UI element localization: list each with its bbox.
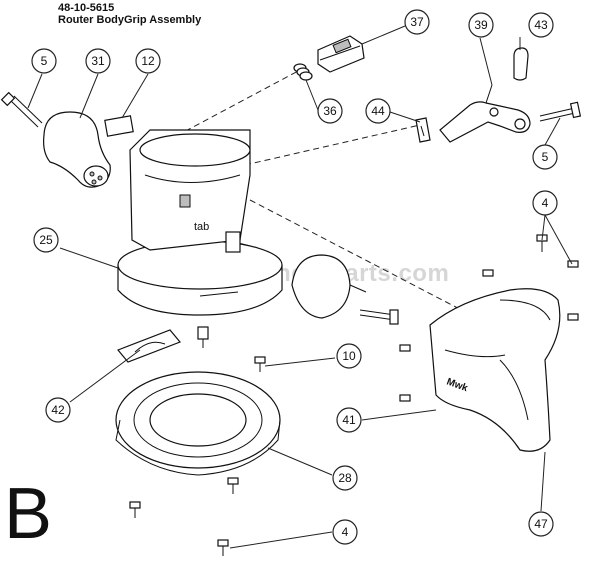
svg-text:39: 39 [474, 18, 488, 32]
svg-text:43: 43 [534, 18, 548, 32]
part-31-knob [43, 111, 111, 188]
callout-44: 44 [365, 98, 391, 124]
screws-bottom [129, 477, 239, 556]
tab-label: tab [194, 221, 209, 233]
screw-center [359, 309, 399, 325]
svg-text:44: 44 [371, 104, 385, 118]
svg-text:4: 4 [342, 525, 349, 539]
svg-text:10: 10 [342, 349, 356, 363]
part-5-screw-right [539, 101, 582, 122]
part-10-screw [254, 356, 266, 372]
assembly-line-37 [149, 69, 301, 151]
callout-4-right: 4 [532, 190, 558, 216]
svg-text:5: 5 [41, 54, 48, 68]
svg-text:36: 36 [323, 104, 337, 118]
section-letter: B [4, 474, 53, 554]
svg-text:42: 42 [51, 403, 65, 417]
callout-5-right: 5 [532, 144, 558, 170]
part-12-label [104, 115, 134, 137]
svg-text:47: 47 [534, 517, 548, 531]
part-39-lever [439, 84, 531, 143]
svg-text:4: 4 [542, 196, 549, 210]
svg-text:41: 41 [342, 413, 356, 427]
callout-25: 25 [33, 227, 59, 253]
part-37-switch [317, 35, 365, 73]
part-5-screw-left [0, 91, 43, 128]
callout-39: 39 [468, 12, 494, 38]
callout-4-bottom: 4 [332, 519, 358, 545]
assembly-line-44 [244, 124, 421, 166]
svg-text:5: 5 [542, 150, 549, 164]
svg-text:37: 37 [410, 15, 424, 29]
part-43-pin [513, 47, 529, 81]
callout-31: 31 [85, 48, 111, 74]
callout-5-left: 5 [31, 48, 57, 74]
callout-42: 42 [45, 397, 71, 423]
svg-text:31: 31 [91, 54, 105, 68]
part-28-base-plate [115, 371, 281, 476]
svg-text:28: 28 [338, 471, 352, 485]
svg-text:12: 12 [141, 54, 155, 68]
part-44-clip [415, 117, 431, 143]
callout-28: 28 [332, 465, 358, 491]
screw-42 [197, 326, 209, 348]
callout-41: 41 [336, 407, 362, 433]
assembly-title: Router BodyGrip Assembly [58, 14, 202, 26]
svg-text:25: 25 [39, 233, 53, 247]
callout-47: 47 [528, 511, 554, 537]
part-25-router-body [117, 129, 283, 316]
diagram-header: 48-10-5615 Router BodyGrip Assembly [58, 2, 201, 26]
part-41-grip-cover: Mwk [429, 288, 561, 452]
part-42-plate [117, 329, 181, 363]
callout-43: 43 [528, 12, 554, 38]
dome-knob [291, 254, 367, 319]
callout-10: 10 [336, 343, 362, 369]
callout-37: 37 [404, 9, 430, 35]
callout-36: 36 [317, 98, 343, 124]
callout-12: 12 [135, 48, 161, 74]
part-36-spring [293, 63, 313, 81]
screw-small-2 [399, 260, 579, 402]
part-number: 48-10-5615 [58, 2, 115, 14]
